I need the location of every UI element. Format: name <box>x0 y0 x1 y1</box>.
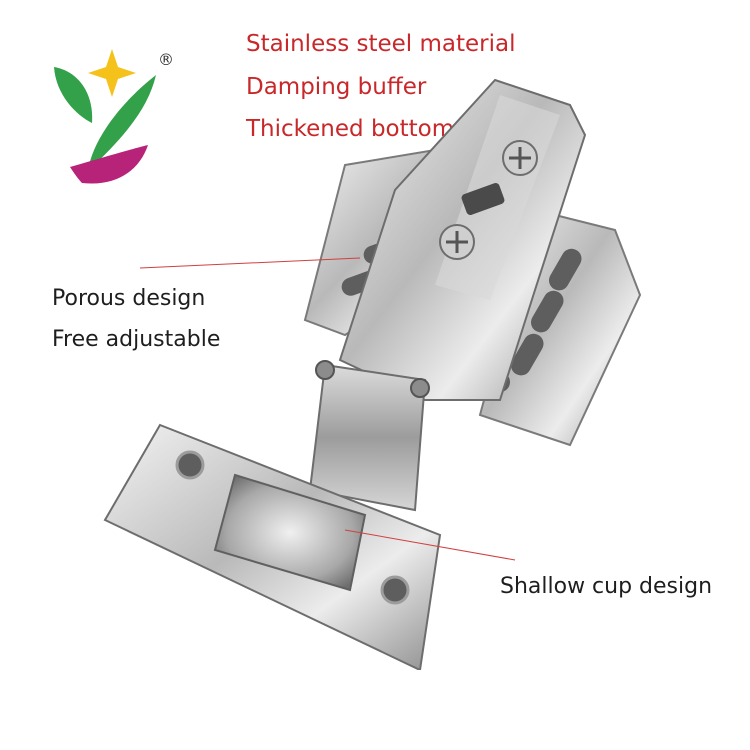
feature-stainless-steel: Stainless steel material <box>246 31 516 57</box>
logo-base-icon <box>70 145 148 184</box>
logo-leaf-right-icon <box>88 75 156 171</box>
hinge-arm <box>338 78 587 401</box>
feature-thickened-bottom: Thickened bottom <box>246 116 455 142</box>
feature-damping-buffer: Damping buffer <box>246 74 427 100</box>
shallow-cup <box>213 473 367 592</box>
callout-porous-design: Porous design <box>52 286 206 311</box>
logo-star-icon <box>88 49 136 97</box>
cabinet-hinge-icon <box>103 78 642 670</box>
base-plate <box>103 423 442 670</box>
brand-logo: ® <box>54 49 174 184</box>
callout-free-adjustable: Free adjustable <box>52 327 221 352</box>
callout-shallow-cup-design: Shallow cup design <box>500 574 713 599</box>
logo-leaf-left-icon <box>54 67 93 123</box>
registered-mark: ® <box>158 50 174 69</box>
hinge-knuckle <box>308 360 430 512</box>
